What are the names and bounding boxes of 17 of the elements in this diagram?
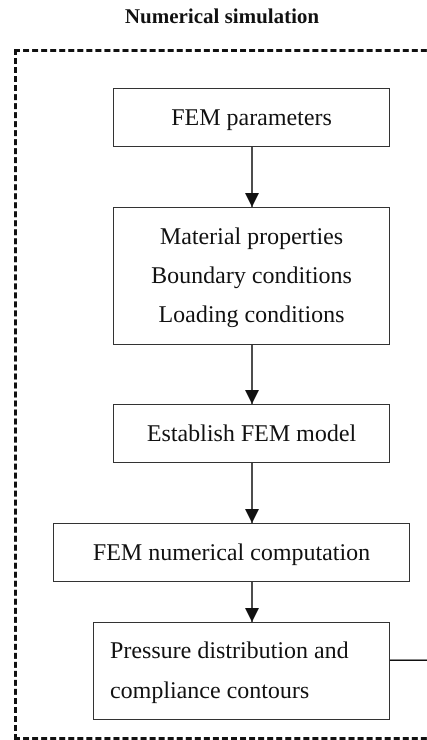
- dashed-group-frame: [14, 49, 427, 740]
- connector-line: [390, 659, 427, 661]
- box-label: Establish FEM model: [146, 420, 356, 448]
- process-box: [113, 404, 390, 463]
- arrow: [245, 345, 259, 404]
- box-label: Pressure distribution and compliance contours: [110, 637, 350, 706]
- arrow: [245, 582, 259, 622]
- box-label: FEM numerical computation: [92, 538, 370, 568]
- process-box: [93, 622, 390, 720]
- box-label: Material properties Boundary conditions Loading conditions: [150, 222, 353, 330]
- process-box: [113, 88, 390, 147]
- box-label: FEM parameters: [171, 104, 332, 132]
- process-box: [113, 207, 390, 345]
- arrow: [245, 463, 259, 523]
- arrow: [245, 147, 259, 207]
- group-heading: Numerical simulation: [124, 4, 320, 29]
- process-box: [53, 523, 410, 582]
